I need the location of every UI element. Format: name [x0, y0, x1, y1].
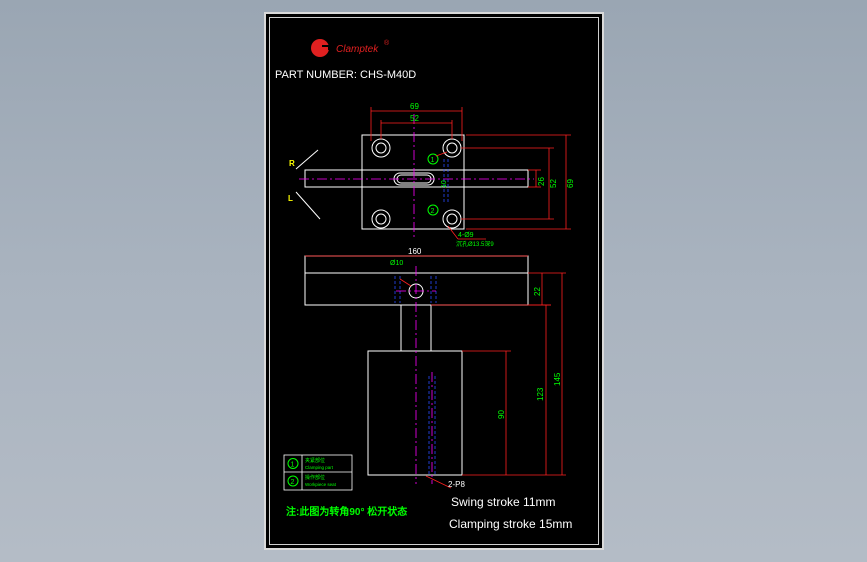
marker-r: R: [289, 159, 295, 168]
legend-item1-title: 夹紧部位: [305, 457, 325, 464]
dim-22: 22: [533, 287, 542, 296]
dim-69-top: 69: [410, 102, 419, 111]
brand-logo: Clamptek ®: [311, 39, 390, 57]
note-text: 注:此图为转角90° 松开状态: [286, 505, 407, 518]
hidden-lines-front: [394, 276, 437, 475]
dim-26: 26: [537, 177, 546, 186]
legend-item2-sub: Workpiece seat: [305, 482, 337, 487]
dim-holes: 4-Ø9: [458, 232, 474, 239]
dim-90: 90: [497, 410, 506, 419]
legend: 1 2 夹紧部位 Clamping part 操作部位 Workpiece se…: [283, 454, 353, 491]
hidden-lines-top: [443, 159, 449, 204]
dim-counterbore: 沉孔Ø13.5深9: [456, 240, 494, 248]
centerlines-front: [396, 266, 436, 484]
dim-145: 145: [553, 372, 562, 386]
svg-text:2: 2: [291, 479, 295, 486]
legend-item2-title: 操作部位: [305, 474, 325, 481]
dims-top: [370, 107, 571, 240]
body: [367, 350, 463, 476]
part-number-value: CHS-M40D: [360, 69, 416, 81]
legend-item1-sub: Clamping part: [305, 465, 334, 470]
front-view: [304, 255, 529, 476]
marker-l: L: [288, 194, 293, 203]
swing-stroke: Swing stroke 11mm: [451, 495, 555, 509]
drawing-sheet: Clamptek ® PART NUMBER: CHS-M40D: [264, 12, 604, 550]
brand-name: Clamptek: [336, 44, 379, 55]
part-number-label: PART NUMBER:: [275, 69, 357, 81]
arm-top: [304, 169, 529, 188]
svg-text:2: 2: [431, 208, 435, 215]
dim-52-top: 52: [410, 114, 419, 123]
dim-52-right: 52: [549, 179, 558, 188]
centerlines-top: [299, 114, 534, 239]
top-view: [304, 134, 529, 230]
cad-drawing: Clamptek ® PART NUMBER: CHS-M40D: [275, 39, 575, 531]
sheet-border: [269, 17, 599, 545]
dim-69-right: 69: [566, 179, 575, 188]
part-marker-2: 2: [427, 204, 439, 216]
dim-160: 160: [408, 247, 422, 256]
base-plate: [361, 134, 465, 230]
part-marker-1: 1: [427, 153, 439, 165]
brand-mark: ®: [384, 39, 390, 47]
swing-arrows: [295, 149, 321, 220]
dims-front: [305, 255, 566, 489]
dim-123: 123: [536, 387, 545, 401]
svg-text:1: 1: [431, 157, 435, 164]
dim-10-slot: 10: [441, 180, 448, 188]
svg-text:1: 1: [291, 462, 295, 469]
dim-pin-dia: Ø10: [390, 260, 403, 267]
clamping-stroke: Clamping stroke 15mm: [449, 517, 572, 531]
dim-2-p8: 2-P8: [448, 480, 465, 489]
